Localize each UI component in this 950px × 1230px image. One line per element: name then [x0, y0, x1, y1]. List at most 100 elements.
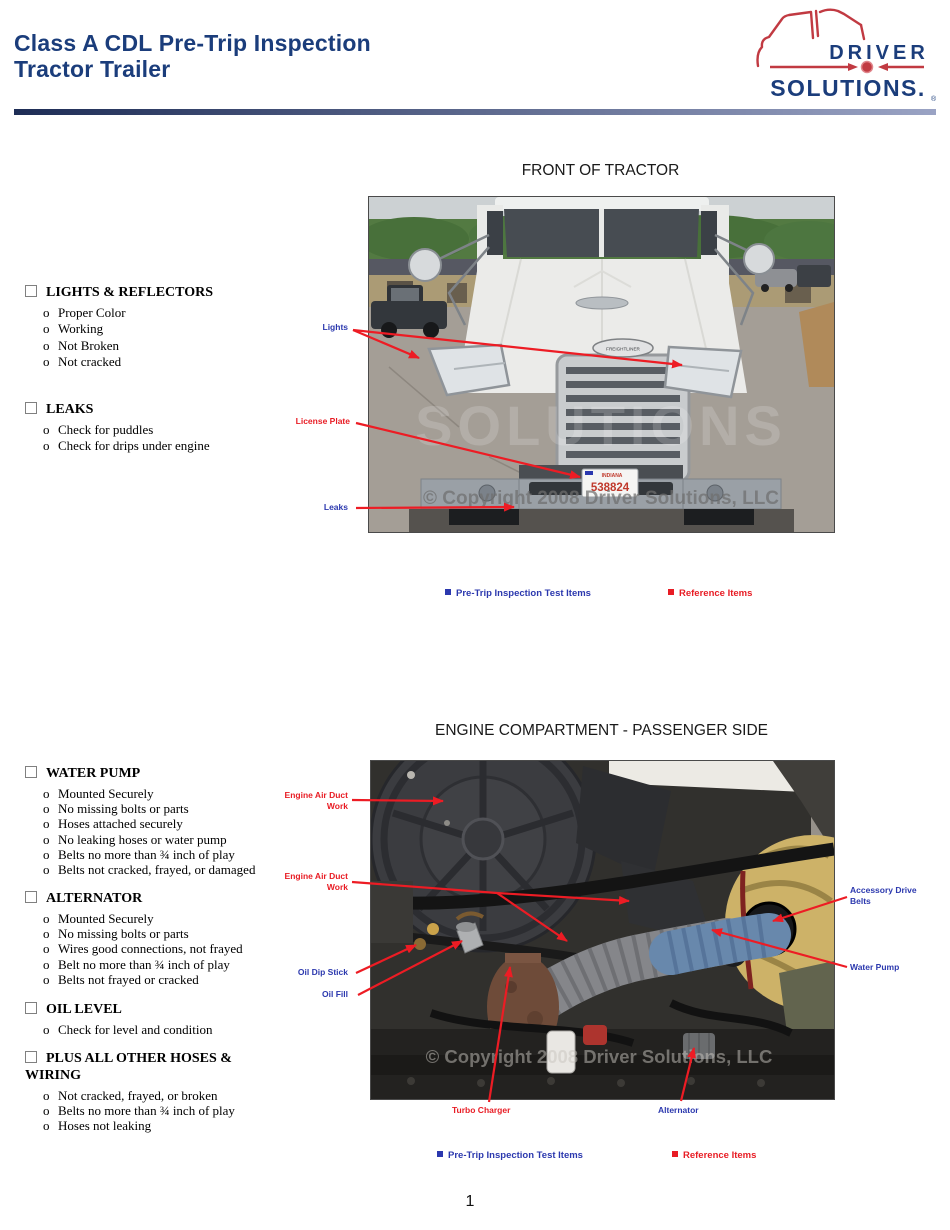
tire-left: [449, 509, 519, 525]
item-text: Check for drips under engine: [58, 438, 210, 454]
item-bullet: o: [43, 816, 50, 832]
section1-title: FRONT OF TRACTOR: [521, 162, 680, 179]
logo-word-solutions: SOLUTIONS.: [770, 75, 926, 101]
item-text: No leaking hoses or water pump: [58, 831, 227, 847]
legend-label: Reference Items: [683, 1150, 757, 1161]
item-bullet: o: [43, 305, 50, 320]
item-bullet: o: [43, 337, 50, 353]
checklist-heading: ALTERNATOR: [25, 890, 355, 907]
item-bullet: o: [43, 438, 50, 454]
item-text: Not cracked: [58, 354, 122, 370]
checklist-item: o Not cracked: [25, 354, 355, 370]
blue-square-icon: [445, 589, 451, 595]
plate-number: 538824: [591, 482, 630, 494]
item-bullet: o: [43, 1118, 50, 1134]
legend-test-items: Pre-Trip Inspection Test Items: [445, 588, 591, 599]
heading-text: OIL LEVEL: [46, 1002, 122, 1017]
item-bullet: o: [43, 862, 50, 878]
heading-text: PLUS ALL OTHER HOSES & WIRING: [25, 1051, 232, 1083]
blue-square-icon: [437, 1151, 443, 1157]
header-divider: [14, 109, 936, 115]
callout-oil-dip-stick-label: Oil Dip Stick: [297, 967, 348, 977]
copyright-watermark: © Copyright 2008 Driver Solutions, LLC: [423, 488, 779, 509]
red-square-icon: [668, 589, 674, 595]
legend-reference-items: Reference Items: [672, 1150, 756, 1161]
checklist-item: o Check for puddles: [25, 422, 355, 438]
oil-dipstick-handle: [427, 923, 439, 935]
hood-vent: [575, 296, 629, 310]
dipstick-fitting: [414, 938, 426, 950]
oil-fill-tube: [455, 911, 484, 954]
item-text: Hoses attached securely: [58, 816, 183, 832]
page-title-line2: Tractor Trailer: [14, 56, 171, 82]
logo-arrow-icon: [770, 60, 924, 74]
checklist-item: o Hoses attached securely: [25, 816, 355, 831]
checklist-heading: LEAKS: [25, 401, 355, 418]
heading-text: LIGHTS & REFLECTORS: [46, 285, 214, 300]
checklist-item: o Wires good connections, not frayed: [25, 941, 355, 956]
intake-cone: [576, 766, 671, 879]
item-text: Belts not cracked, frayed, or damaged: [58, 862, 256, 878]
tire-right: [684, 509, 754, 525]
callout-engine-air-duct-label: Engine Air Duct Work: [284, 871, 348, 892]
page-number: 1: [465, 1193, 475, 1210]
item-text: No missing bolts or parts: [58, 801, 189, 817]
headlight-right: [663, 345, 743, 399]
item-text: Belt no more than ¾ inch of play: [58, 956, 230, 972]
mirror-left: [408, 248, 442, 282]
item-bullet: o: [43, 422, 50, 437]
item-text: Proper Color: [58, 305, 126, 320]
item-bullet: o: [43, 354, 50, 370]
item-text: Check for level and condition: [58, 1022, 213, 1037]
item-text: Check for puddles: [58, 422, 154, 437]
heading-text: ALTERNATOR: [46, 891, 143, 906]
callout-leaks-label: Leaks: [323, 502, 348, 512]
checklist-oil-level: OIL LEVEL o Check for level and condition: [25, 1001, 355, 1037]
checkbox-icon: [25, 285, 37, 297]
truck-outline-icon: [756, 8, 866, 68]
legend-test-items: Pre-Trip Inspection Test Items: [437, 1150, 583, 1161]
fog-lamp-left: [478, 484, 496, 502]
sky-gap: [609, 761, 826, 793]
item-bullet: o: [43, 831, 50, 847]
checkbox-icon: [25, 1002, 37, 1014]
engine-left-bracket: [371, 881, 413, 943]
checkbox-icon: [25, 766, 37, 778]
item-text: Belts not frayed or cracked: [58, 971, 199, 987]
dirt-patch: [799, 302, 834, 387]
item-bullet: o: [43, 971, 50, 987]
page-title-line1: Class A CDL Pre-Trip Inspection: [14, 30, 371, 56]
legend-label: Pre-Trip Inspection Test Items: [448, 1150, 583, 1161]
item-text: Working: [58, 321, 104, 337]
checklist-heading: OIL LEVEL: [25, 1001, 355, 1018]
front-of-tractor-photo: FREIGHTLINER INDIANA 538824: [368, 196, 835, 533]
engine-compartment-illustration: © Copyright 2008 Driver Solutions, LLC: [371, 761, 834, 1099]
checkbox-icon: [25, 1051, 37, 1063]
frame-bolts: [407, 1077, 765, 1087]
callout-alternator-label: Alternator: [658, 1105, 699, 1115]
item-bullet: o: [43, 1022, 50, 1037]
red-cap: [583, 1025, 607, 1045]
checklist-heading: WATER PUMP: [25, 765, 355, 782]
logo-graphic: DRIVER SOLUTIONS. ®: [756, 8, 937, 103]
checklist-item: o Proper Color: [25, 305, 355, 321]
item-bullet: o: [43, 941, 50, 957]
checklist-item: o Belts not cracked, frayed, or damaged: [25, 862, 355, 877]
item-bullet: o: [43, 846, 50, 862]
item-text: Wires good connections, not frayed: [58, 941, 243, 957]
mirror-right: [743, 243, 775, 275]
item-bullet: o: [43, 1088, 50, 1103]
plate-state: INDIANA: [602, 473, 623, 479]
checklist-item: o No leaking hoses or water pump: [25, 832, 355, 847]
